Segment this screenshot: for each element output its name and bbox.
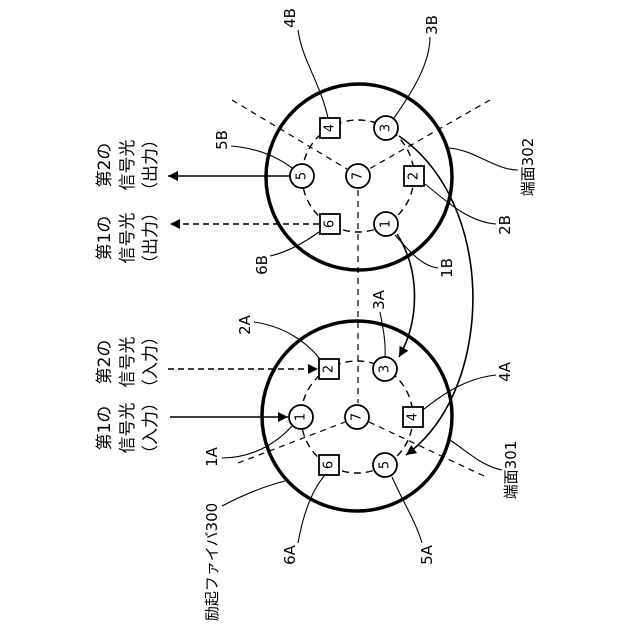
label-5b: 5B bbox=[213, 130, 231, 150]
second-signal-input-label: 第2の 信号光 （入力） bbox=[95, 328, 161, 396]
label-4a: 4A bbox=[496, 361, 514, 382]
label-6a: 6A bbox=[281, 544, 299, 565]
label-end-face-302: 端面302 bbox=[519, 138, 537, 197]
svg-text:（出力）: （出力） bbox=[141, 131, 161, 199]
core-6-face-302: 6 bbox=[320, 214, 340, 234]
core-number: 5 bbox=[378, 461, 393, 469]
core-number: 1 bbox=[294, 413, 309, 421]
core-number: 3 bbox=[379, 124, 394, 132]
core-4-face-301: 4 bbox=[403, 407, 423, 427]
leader-fiber-300 bbox=[222, 481, 285, 506]
leader-end-face-301 bbox=[450, 440, 502, 470]
core-7-face-302: 7 bbox=[346, 164, 370, 188]
svg-text:（入力）: （入力） bbox=[141, 394, 161, 462]
first-signal-input-label: 第1の 信号光 （入力） bbox=[95, 394, 161, 462]
label-1b: 1B bbox=[438, 258, 456, 278]
svg-text:第2の: 第2の bbox=[95, 340, 115, 385]
leader-5b bbox=[231, 146, 292, 168]
leader-1a bbox=[222, 426, 292, 458]
core-5-face-301: 5 bbox=[373, 453, 397, 477]
label-end-face-301: 端面301 bbox=[502, 441, 520, 500]
core-number: 1 bbox=[379, 220, 394, 228]
core-5-face-302: 5 bbox=[290, 164, 314, 188]
svg-text:第1の: 第1の bbox=[95, 216, 115, 261]
svg-text:第1の: 第1の bbox=[95, 406, 115, 451]
label-excitation-fiber: 励起ファイバ300 bbox=[203, 503, 221, 621]
second-signal-output-label: 第2の 信号光 （出力） bbox=[95, 131, 161, 199]
leader-3b bbox=[394, 37, 430, 118]
core-1-face-302: 1 bbox=[374, 212, 398, 236]
label-3b: 3B bbox=[423, 15, 441, 35]
label-6b: 6B bbox=[253, 255, 271, 275]
core-number: 4 bbox=[406, 413, 421, 421]
label-5a: 5A bbox=[418, 544, 436, 565]
svg-text:信号光: 信号光 bbox=[118, 140, 138, 191]
core-number: 5 bbox=[295, 172, 310, 180]
core-2-face-301: 2 bbox=[319, 359, 339, 379]
core-7-face-301: 7 bbox=[345, 405, 369, 429]
label-3a: 3A bbox=[370, 289, 388, 310]
leader-6a bbox=[298, 475, 325, 543]
first-signal-output-label: 第1の 信号光 （出力） bbox=[95, 204, 161, 272]
core-number: 4 bbox=[323, 124, 338, 132]
core-3-face-301: 3 bbox=[373, 357, 397, 381]
core-number: 2 bbox=[322, 365, 337, 373]
label-2b: 2B bbox=[496, 215, 514, 235]
svg-text:（出力）: （出力） bbox=[141, 204, 161, 272]
svg-text:信号光: 信号光 bbox=[118, 213, 138, 264]
core-3-face-302: 3 bbox=[374, 116, 398, 140]
core-number: 6 bbox=[322, 461, 337, 469]
core-number: 7 bbox=[351, 172, 366, 180]
core-number: 2 bbox=[407, 172, 422, 180]
core-6-face-301: 6 bbox=[319, 455, 339, 475]
label-1a: 1A bbox=[203, 446, 221, 467]
leader-3a bbox=[380, 312, 385, 357]
core-number: 7 bbox=[350, 413, 365, 421]
core-4-face-302: 4 bbox=[320, 118, 340, 138]
label-4b: 4B bbox=[281, 8, 299, 28]
core-1-face-301: 1 bbox=[289, 405, 313, 429]
leader-end-face-302 bbox=[449, 148, 518, 170]
core-number: 3 bbox=[378, 365, 393, 373]
svg-text:（入力）: （入力） bbox=[141, 328, 161, 396]
leader-2b bbox=[425, 184, 496, 224]
core-2-face-302: 2 bbox=[404, 166, 424, 186]
svg-text:信号光: 信号光 bbox=[118, 337, 138, 388]
core-number: 6 bbox=[323, 220, 338, 228]
svg-text:第2の: 第2の bbox=[95, 143, 115, 188]
svg-text:信号光: 信号光 bbox=[118, 403, 138, 454]
label-2a: 2A bbox=[236, 314, 254, 335]
leader-5a bbox=[392, 477, 422, 543]
